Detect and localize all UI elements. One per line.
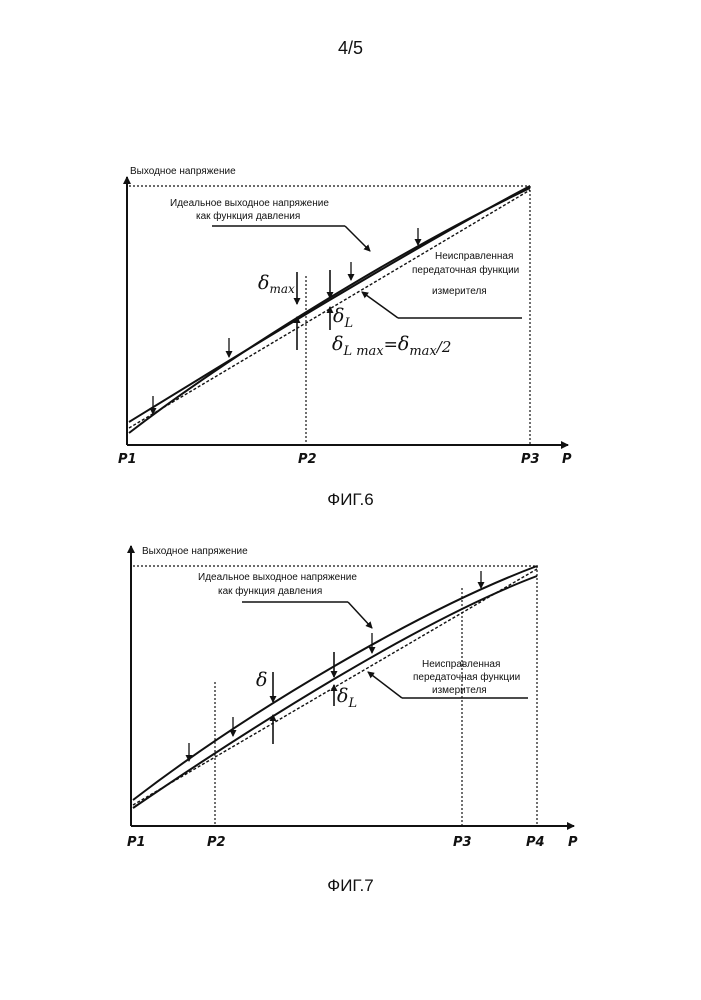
- fig7-delta-label: δ: [256, 669, 267, 691]
- fig6-formula: δL max=δmax/2: [332, 333, 451, 359]
- fig7-uncorrected-leader-arrow: [368, 672, 402, 698]
- fig6-delta-l-label: δL: [333, 305, 353, 331]
- fig7-ideal-leader-arrow: [348, 602, 372, 628]
- fig7-delta-l-sub: L: [347, 696, 357, 711]
- fig7-ideal-label-line2: как функция давления: [218, 585, 322, 597]
- fig6-ideal-label-line1: Идеальное выходное напряжение: [170, 198, 329, 209]
- fig6-tick-p2: P2: [298, 452, 317, 467]
- fig6-delta-max-label: δmax: [258, 272, 295, 296]
- figure-7-caption: ФИГ.7: [0, 876, 701, 896]
- fig6-formula-tail: /2: [435, 338, 452, 356]
- figure-6-caption: ФИГ.6: [0, 490, 701, 510]
- fig7-tick-p1: P1: [127, 835, 146, 850]
- fig7-tick-p2: P2: [207, 835, 226, 850]
- fig6-formula-lhs-base: δ: [332, 333, 343, 355]
- fig7-x-axis-label: P: [568, 835, 578, 850]
- fig6-formula-rhs-sub: max: [409, 344, 437, 359]
- fig6-delta-l-base: δ: [333, 305, 344, 327]
- figure-6: Выходное напряжение δmax δL δL max=δmax/…: [118, 166, 572, 467]
- fig6-uncorrected-label-line1: Неисправленная: [435, 251, 513, 262]
- fig6-uncorrected-label-line2: передаточная функции: [412, 264, 519, 276]
- fig6-formula-rhs-base: δ: [398, 333, 409, 355]
- fig6-formula-lhs-sub: L max: [342, 344, 384, 359]
- fig6-uncorrected-leader-arrow: [362, 292, 398, 318]
- fig7-delta-l-label: δL: [337, 685, 357, 711]
- fig6-delta-max-base: δ: [258, 272, 269, 294]
- fig7-tick-p4: P4: [526, 835, 545, 850]
- fig7-uncorrected-label-line1: Неисправленная: [422, 659, 500, 670]
- fig7-uncorrected-label-line2: передаточная функции: [413, 671, 520, 683]
- fig6-tick-p1: P1: [118, 452, 137, 467]
- fig6-x-axis-label: P: [562, 452, 572, 467]
- figure-7: Выходное напряжение δ δL Идеальное выход…: [127, 546, 578, 850]
- fig6-delta-l-sub: L: [343, 316, 353, 331]
- fig6-formula-eq: =: [384, 335, 398, 355]
- fig6-delta-max-sub: max: [269, 282, 295, 296]
- fig6-uncorrected-label-line3: измерителя: [432, 286, 487, 297]
- fig6-ideal-label-line2: как функция давления: [196, 210, 300, 222]
- fig7-tick-p3: P3: [453, 835, 472, 850]
- fig6-y-axis-label: Выходное напряжение: [130, 166, 236, 177]
- fig7-uncorrected-label-line3: измерителя: [432, 685, 487, 696]
- fig6-ideal-curve: [129, 186, 530, 422]
- fig6-ideal-leader-arrow: [345, 226, 370, 251]
- fig7-ideal-label-line1: Идеальное выходное напряжение: [198, 572, 357, 583]
- fig7-y-axis-label: Выходное напряжение: [142, 546, 248, 557]
- fig7-delta-l-base: δ: [337, 685, 348, 707]
- fig6-tick-p3: P3: [521, 452, 540, 467]
